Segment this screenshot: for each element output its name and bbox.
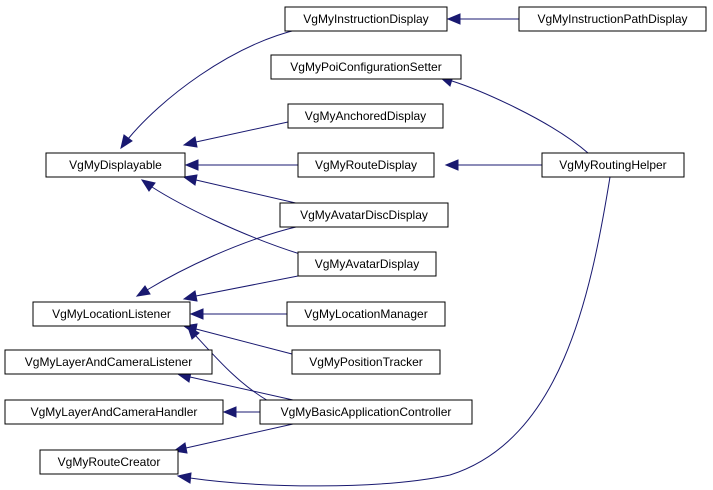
edge-basic-application-controller-to-layer-and-camera-listener: [189, 376, 303, 403]
edge-routing-helper-to-poi-configuration-setter: [451, 80, 589, 154]
node-label: VgMyAvatarDisplay: [315, 257, 419, 271]
node-displayable[interactable]: VgMyDisplayable: [45, 152, 186, 178]
edges-layer: [120, 13, 611, 487]
node-instruction-path-display[interactable]: VgMyInstructionPathDisplay: [518, 6, 707, 32]
arrow-head: [222, 406, 237, 418]
arrow-head: [182, 136, 198, 148]
node-label: VgMyRouteCreator: [58, 455, 161, 469]
node-route-display[interactable]: VgMyRouteDisplay: [297, 152, 435, 178]
arrow-head: [182, 174, 198, 186]
node-label: VgMyPositionTracker: [309, 355, 423, 369]
arrow-head: [444, 159, 459, 171]
arrow-head: [135, 285, 151, 297]
node-avatar-disc-display[interactable]: VgMyAvatarDiscDisplay: [279, 202, 449, 228]
edge-routing-helper-to-route-creator: [189, 176, 611, 487]
node-layer-and-camera-handler[interactable]: VgMyLayerAndCameraHandler: [4, 399, 224, 425]
edge-avatar-disc-display-to-location-listener: [146, 225, 301, 291]
edge-avatar-display-to-displayable: [151, 186, 301, 255]
node-label: VgMyRoutingHelper: [559, 158, 666, 172]
edge-anchored-display-to-displayable: [195, 121, 289, 143]
node-label: VgMyRouteDisplay: [315, 158, 417, 172]
node-location-listener[interactable]: VgMyLocationListener: [32, 301, 191, 327]
edge-basic-application-controller-to-route-creator: [185, 421, 303, 449]
arrow-head: [184, 159, 199, 171]
edge-avatar-disc-display-to-displayable: [195, 179, 301, 205]
node-label: VgMyInstructionDisplay: [303, 12, 428, 26]
node-routing-helper[interactable]: VgMyRoutingHelper: [541, 152, 685, 178]
arrow-head: [176, 472, 192, 484]
node-layer-and-camera-listener[interactable]: VgMyLayerAndCameraListener: [4, 349, 213, 375]
node-label: VgMyPoiConfigurationSetter: [290, 60, 441, 74]
node-location-manager[interactable]: VgMyLocationManager: [286, 301, 446, 327]
node-label: VgMyLocationListener: [52, 307, 171, 321]
node-label: VgMyLayerAndCameraHandler: [31, 405, 198, 419]
arrow-head: [187, 325, 200, 340]
node-instruction-display[interactable]: VgMyInstructionDisplay: [284, 6, 448, 32]
edge-basic-application-controller-to-location-listener: [195, 335, 271, 403]
node-label: VgMyDisplayable: [69, 158, 162, 172]
node-anchored-display[interactable]: VgMyAnchoredDisplay: [287, 103, 444, 129]
node-position-tracker[interactable]: VgMyPositionTracker: [291, 349, 441, 375]
arrow-head: [120, 134, 133, 150]
arrow-head: [446, 13, 461, 25]
node-avatar-display[interactable]: VgMyAvatarDisplay: [297, 251, 437, 277]
arrow-head: [182, 290, 198, 302]
node-label: VgMyAvatarDiscDisplay: [300, 208, 428, 222]
node-poi-configuration-setter[interactable]: VgMyPoiConfigurationSetter: [270, 54, 462, 80]
edge-instruction-display-to-displayable: [127, 28, 301, 140]
node-basic-application-controller[interactable]: VgMyBasicApplicationController: [259, 399, 473, 425]
node-label: VgMyInstructionPathDisplay: [537, 12, 687, 26]
node-label: VgMyLocationManager: [304, 307, 427, 321]
arrow-head: [140, 179, 156, 192]
arrow-head: [189, 308, 204, 320]
node-label: VgMyBasicApplicationController: [281, 405, 452, 419]
node-label: VgMyAnchoredDisplay: [305, 109, 426, 123]
edge-avatar-display-to-location-listener: [195, 275, 299, 297]
edge-position-tracker-to-location-listener: [195, 328, 293, 355]
node-label: VgMyLayerAndCameraListener: [25, 355, 192, 369]
node-route-creator[interactable]: VgMyRouteCreator: [39, 449, 179, 475]
nodes-layer: VgMyInstructionDisplay VgMyInstructionPa…: [4, 6, 707, 475]
